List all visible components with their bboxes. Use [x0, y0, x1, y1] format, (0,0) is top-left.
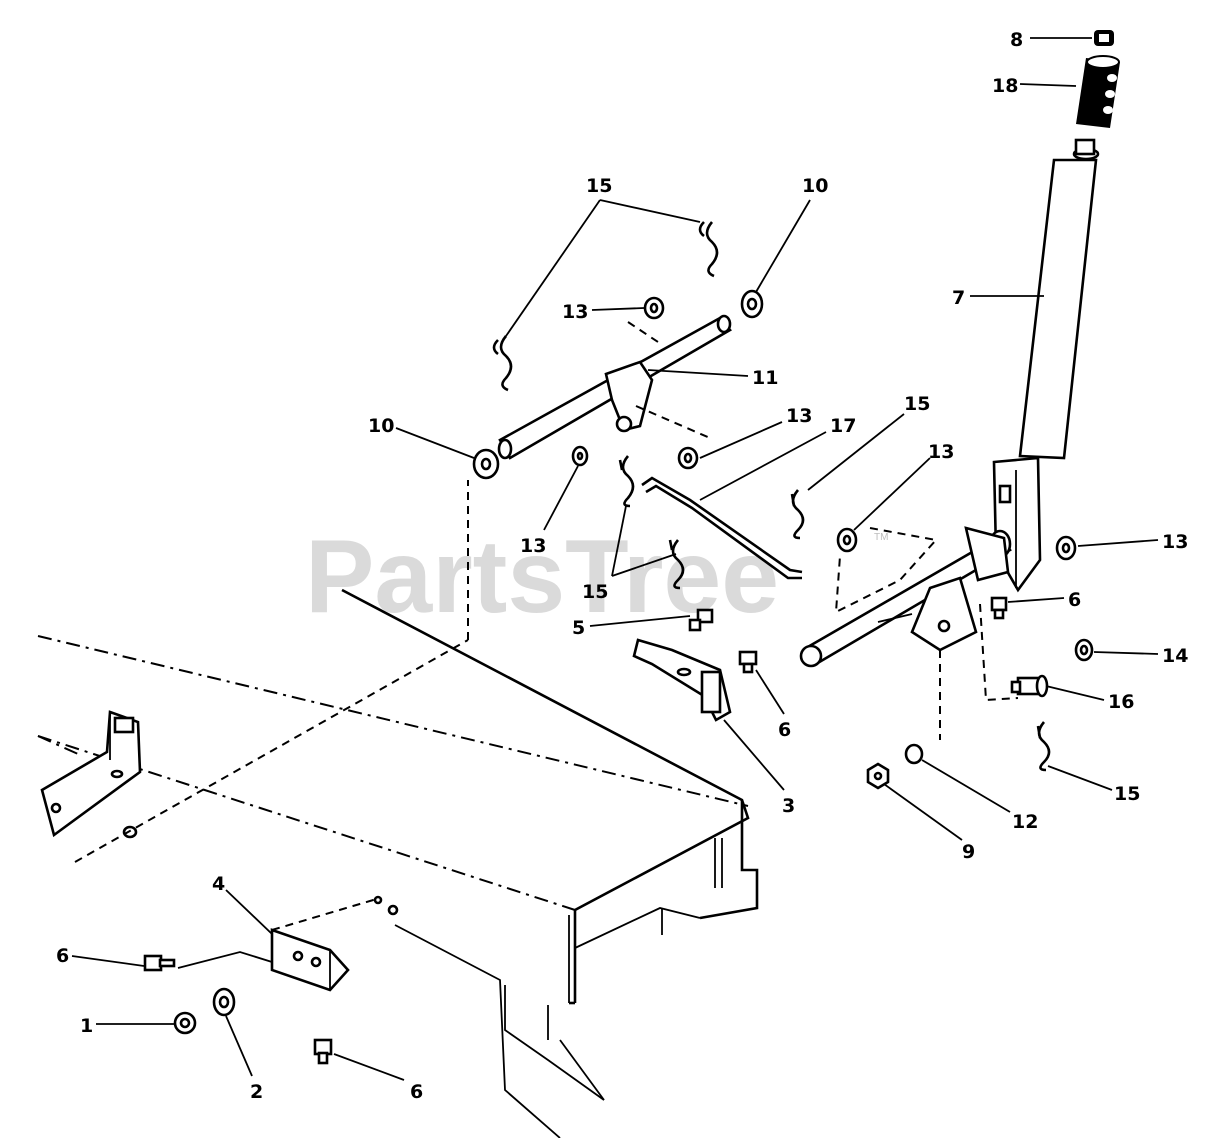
callout-13: 13 [786, 405, 812, 427]
callout-13: 13 [562, 301, 588, 323]
callout-labels: 8 18 7 15 10 13 11 10 13 17 13 15 13 15 … [56, 29, 1188, 1103]
callout-2: 2 [250, 1081, 263, 1103]
callout-15: 15 [586, 175, 612, 197]
rod-17 [641, 476, 803, 580]
clip-15a [698, 221, 719, 278]
small-hardware [472, 221, 1094, 790]
washer-10a [740, 289, 764, 319]
bracket-3 [632, 638, 732, 722]
pin-16 [1010, 674, 1049, 698]
callout-8: 8 [1010, 29, 1023, 51]
callout-4: 4 [212, 873, 225, 895]
callout-6: 6 [56, 945, 69, 967]
washer-10b [472, 448, 500, 480]
lever-7 [992, 30, 1120, 593]
callout-15: 15 [1114, 783, 1140, 805]
bolt-5 [688, 608, 714, 632]
leader-lines [71, 37, 1159, 1081]
shaft-assembly [799, 526, 1019, 740]
washer-12 [904, 743, 924, 765]
callout-12: 12 [1012, 811, 1038, 833]
callout-13: 13 [520, 535, 546, 557]
washer-13a [643, 296, 665, 320]
grip-18 [1076, 55, 1120, 128]
part-4-bracket [177, 895, 399, 992]
washer-13e [1055, 535, 1077, 561]
callout-9: 9 [962, 841, 975, 863]
bottom-hardware [143, 954, 333, 1065]
callout-10: 10 [368, 415, 394, 437]
tractor-frame [37, 480, 759, 1138]
callout-13: 13 [1162, 531, 1188, 553]
washer-14 [1074, 638, 1094, 662]
cap-8 [1094, 30, 1114, 46]
bolt-6a [990, 596, 1008, 620]
washer-2 [212, 987, 236, 1017]
clip-15c [618, 455, 635, 508]
watermark-trademark: TM [874, 532, 888, 543]
callout-15: 15 [582, 581, 608, 603]
callout-5: 5 [572, 617, 585, 639]
clip-15e [790, 489, 805, 540]
clip-15f [1036, 721, 1051, 772]
washer-13d [836, 527, 858, 553]
callout-13: 13 [928, 441, 954, 463]
callout-3: 3 [782, 795, 795, 817]
callout-6: 6 [410, 1081, 423, 1103]
callout-7: 7 [952, 287, 965, 309]
bolt-6c [143, 954, 176, 972]
washer-13b [677, 446, 699, 470]
callout-11: 11 [752, 367, 778, 389]
bolt-6d [313, 1038, 333, 1065]
callout-14: 14 [1162, 645, 1188, 667]
bolt-6b [738, 650, 758, 674]
nut-9 [866, 762, 890, 790]
callout-6: 6 [1068, 589, 1081, 611]
callout-6: 6 [778, 719, 791, 741]
callout-17: 17 [830, 415, 856, 437]
nut-1 [173, 1011, 197, 1035]
callout-16: 16 [1108, 691, 1134, 713]
rod-assembly-11 [497, 314, 732, 460]
callout-15: 15 [904, 393, 930, 415]
callout-18: 18 [992, 75, 1018, 97]
washer-13c [571, 445, 589, 467]
clip-15d [668, 539, 685, 590]
clip-15b [492, 335, 513, 392]
callout-1: 1 [80, 1015, 93, 1037]
callout-10: 10 [802, 175, 828, 197]
